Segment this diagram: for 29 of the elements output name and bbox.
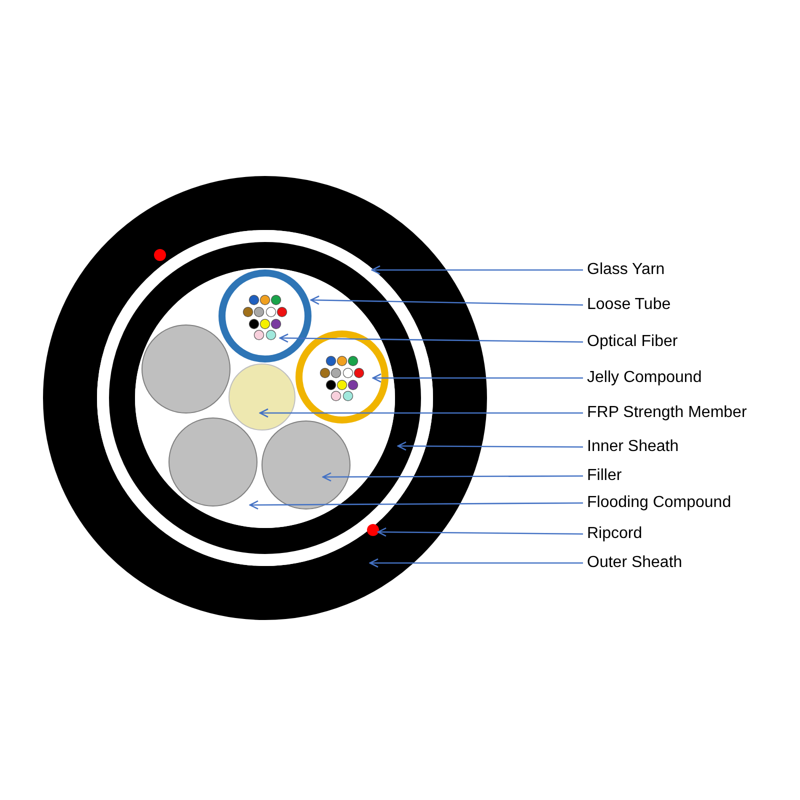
part-label: Glass Yarn [587,260,665,280]
part-label: Ripcord [587,524,642,544]
leader-arrow [310,296,584,306]
fiber-bundle-drawing [242,294,288,340]
part-label: Flooding Compound [587,493,732,513]
part-label: Outer Sheath [587,553,682,573]
leader-arrow [279,333,583,343]
part-label: Jelly Compound [587,368,702,388]
part-label: Loose Tube [587,295,671,315]
ripcord-dot [154,249,166,261]
leader-arrow [397,441,583,451]
part-label: Filler [587,466,622,486]
leader-arrow [372,373,583,383]
leader-arrow [322,472,583,482]
part-label: Inner Sheath [587,437,679,457]
filler-rod [262,420,350,510]
strength-member-rod [228,364,296,430]
leader-arrow [369,558,583,568]
leader-arrow [377,527,583,537]
leader-arrow [249,500,583,510]
outer-sheath-ring [43,176,487,620]
leader-arrow [371,265,583,275]
part-label: Optical Fiber [587,332,678,352]
filler-rod [168,418,258,506]
filler-rod [142,324,230,414]
core-area [135,268,395,528]
ripcord-dot [367,524,379,536]
part-label: FRP Strength Member [587,403,747,423]
leader-arrow [259,408,583,418]
